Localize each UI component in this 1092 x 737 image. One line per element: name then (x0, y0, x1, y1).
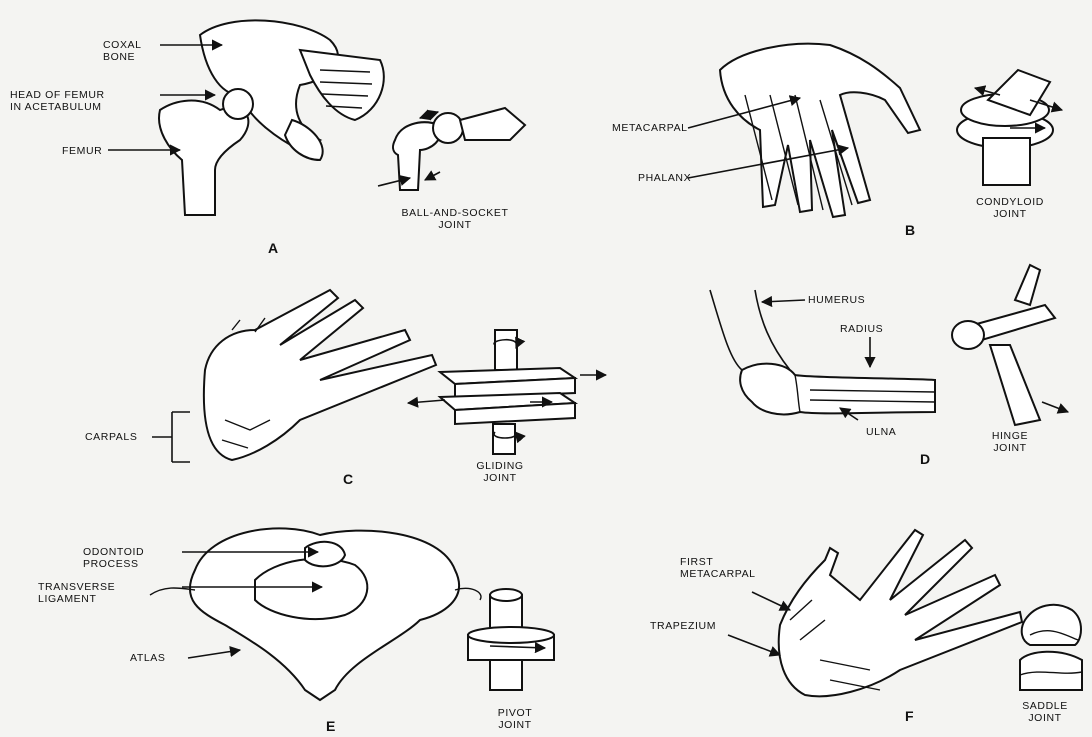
panel-c-hand-illustration (204, 290, 436, 460)
label-femur: FEMUR (62, 145, 102, 157)
label-atlas: ATLAS (130, 652, 165, 664)
panel-f-hand-illustration (779, 530, 1022, 696)
label-humerus: HUMERUS (808, 294, 865, 306)
label-carpals: CARPALS (85, 431, 137, 443)
hinge-model (952, 265, 1068, 425)
label-condyloid-joint: CONDYLOID JOINT (950, 196, 1070, 220)
panel-b-hand-illustration (720, 44, 920, 217)
label-hinge-joint: HINGE JOINT (955, 430, 1065, 454)
panel-letter-b: B (905, 222, 915, 238)
panel-letter-a: A (268, 240, 278, 256)
label-coxal-bone: COXAL BONE (103, 39, 142, 63)
panel-letter-f: F (905, 708, 914, 724)
label-head-of-femur: HEAD OF FEMUR IN ACETABULUM (10, 89, 105, 113)
label-transverse-ligament: TRANSVERSE LIGAMENT (38, 581, 115, 605)
label-metacarpal: METACARPAL (612, 122, 688, 134)
ball-and-socket-model (378, 108, 525, 190)
label-phalanx: PHALANX (638, 172, 691, 184)
label-radius: RADIUS (840, 323, 883, 335)
condyloid-model (957, 70, 1062, 185)
label-ball-and-socket-joint: BALL-AND-SOCKET JOINT (370, 207, 540, 231)
panel-e-atlas-illustration (150, 528, 481, 700)
label-pivot-joint: PIVOT JOINT (460, 707, 570, 731)
label-trapezium: TRAPEZIUM (650, 620, 716, 632)
panel-a-hip-illustration (159, 20, 384, 215)
panel-letter-c: C (343, 471, 353, 487)
panel-letter-e: E (326, 718, 335, 734)
saddle-model (1020, 605, 1082, 690)
panel-d-elbow-illustration (710, 290, 935, 414)
pivot-model (468, 589, 554, 690)
label-odontoid-process: ODONTOID PROCESS (83, 546, 144, 570)
label-ulna: ULNA (866, 426, 896, 438)
gliding-model (408, 330, 606, 454)
label-saddle-joint: SADDLE JOINT (1000, 700, 1090, 724)
panel-letter-d: D (920, 451, 930, 467)
label-first-metacarpal: FIRST METACARPAL (680, 556, 756, 580)
label-gliding-joint: GLIDING JOINT (440, 460, 560, 484)
